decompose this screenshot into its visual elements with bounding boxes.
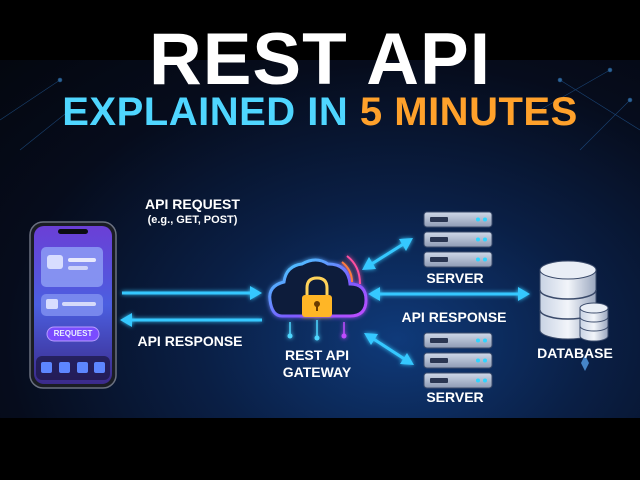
phone-request-button: REQUEST [53,329,93,338]
request-arrow-icon [122,286,262,300]
cloud-lock-icon [268,255,368,341]
gateway-database-arrow-icon [368,287,530,301]
gateway-server-top-arrow-icon [362,238,413,270]
server-rack-bottom-icon [423,332,493,389]
subtitle-prefix: EXPLAINED IN [62,90,360,134]
api-response-right-label: API RESPONSE [401,309,507,325]
smartphone-icon [29,221,117,389]
server-rack-top-icon [423,211,493,268]
gateway-label: REST API GATEWAY [282,347,352,380]
database-icon [539,260,609,371]
server-bottom-label: SERVER [426,389,484,405]
api-request-label: API REQUEST [145,196,240,212]
server-top-label: SERVER [426,270,484,286]
database-label: DATABASE [537,345,613,361]
api-response-left-label: API RESPONSE [137,333,243,349]
response-arrow-left-icon [120,313,262,327]
network-decoration [0,67,640,151]
gateway-server-bottom-arrow-icon [364,333,414,365]
api-request-examples-label: (e.g., GET, POST) [147,214,238,226]
page-subtitle: EXPLAINED IN 5 MINUTES [0,89,640,135]
subtitle-highlight: 5 MINUTES [359,90,578,134]
page-title: REST API [149,19,491,100]
